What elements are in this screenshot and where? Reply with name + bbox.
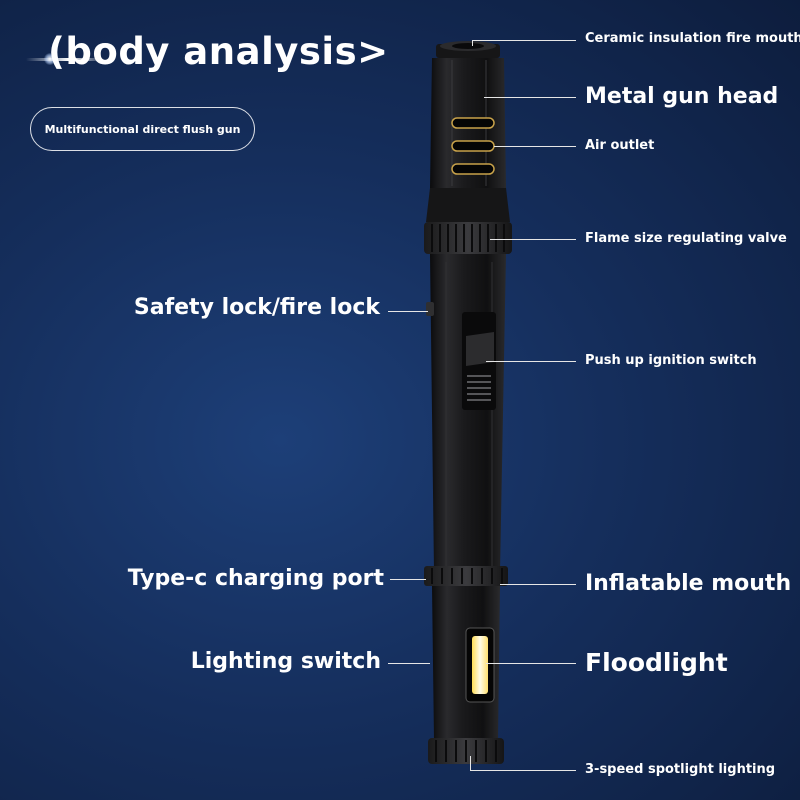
inflatable-mouth-leader [500, 584, 576, 585]
air-outlet-leader [494, 146, 576, 147]
label-lighting-switch: Lighting switch [190, 649, 381, 674]
flame-size-valve-ring [424, 222, 512, 254]
spotlight-leader [470, 770, 576, 771]
label-floodlight: Floodlight [585, 648, 728, 677]
label-safety-lock-fire-lock: Safety lock/fire lock [133, 295, 380, 320]
label-flame-size-regulating-valve: Flame size regulating valve [585, 231, 787, 246]
spotlight-end-cap [428, 738, 504, 764]
main-barrel [430, 254, 506, 572]
label-type-c-charging-port: Type-c charging port [127, 566, 384, 591]
label-air-outlet: Air outlet [585, 138, 655, 153]
floodlight-panel [465, 627, 495, 703]
subtitle-badge: Multifunctional direct flush gun [30, 107, 255, 151]
subtitle-text: Multifunctional direct flush gun [44, 122, 241, 136]
ceramic-mouth-leader [472, 40, 576, 41]
flame-valve-leader [490, 239, 576, 240]
ceramic-fire-mouth [436, 41, 500, 58]
spotlight-leader-stub [470, 756, 471, 770]
safety-lock-nub [426, 302, 434, 316]
metal-head-leader [484, 97, 576, 98]
label-ceramic-insulation-fire-mouth: Ceramic insulation fire mouth [585, 31, 800, 46]
label-3-speed-spotlight-lighting: 3-speed spotlight lighting [585, 762, 776, 777]
safety-lock-leader [388, 311, 428, 312]
title-flare-glow [44, 53, 56, 65]
label-push-up-ignition-switch: Push up ignition switch [585, 353, 757, 368]
title-flare-decoration [26, 58, 104, 61]
label-inflatable-mouth: Inflatable mouth [585, 571, 792, 596]
air-outlet-slots [451, 117, 495, 175]
floodlight-leader [486, 663, 576, 664]
page-title: (body analysis> [48, 30, 389, 73]
ignition-leader [486, 361, 576, 362]
lighting-switch-leader [388, 663, 430, 664]
charging-port-leader [390, 579, 426, 580]
ceramic-mouth-leader-stub [472, 40, 473, 46]
ignition-switch-slider [462, 312, 496, 410]
label-metal-gun-head: Metal gun head [585, 84, 779, 109]
charging-port-ring [424, 566, 508, 586]
